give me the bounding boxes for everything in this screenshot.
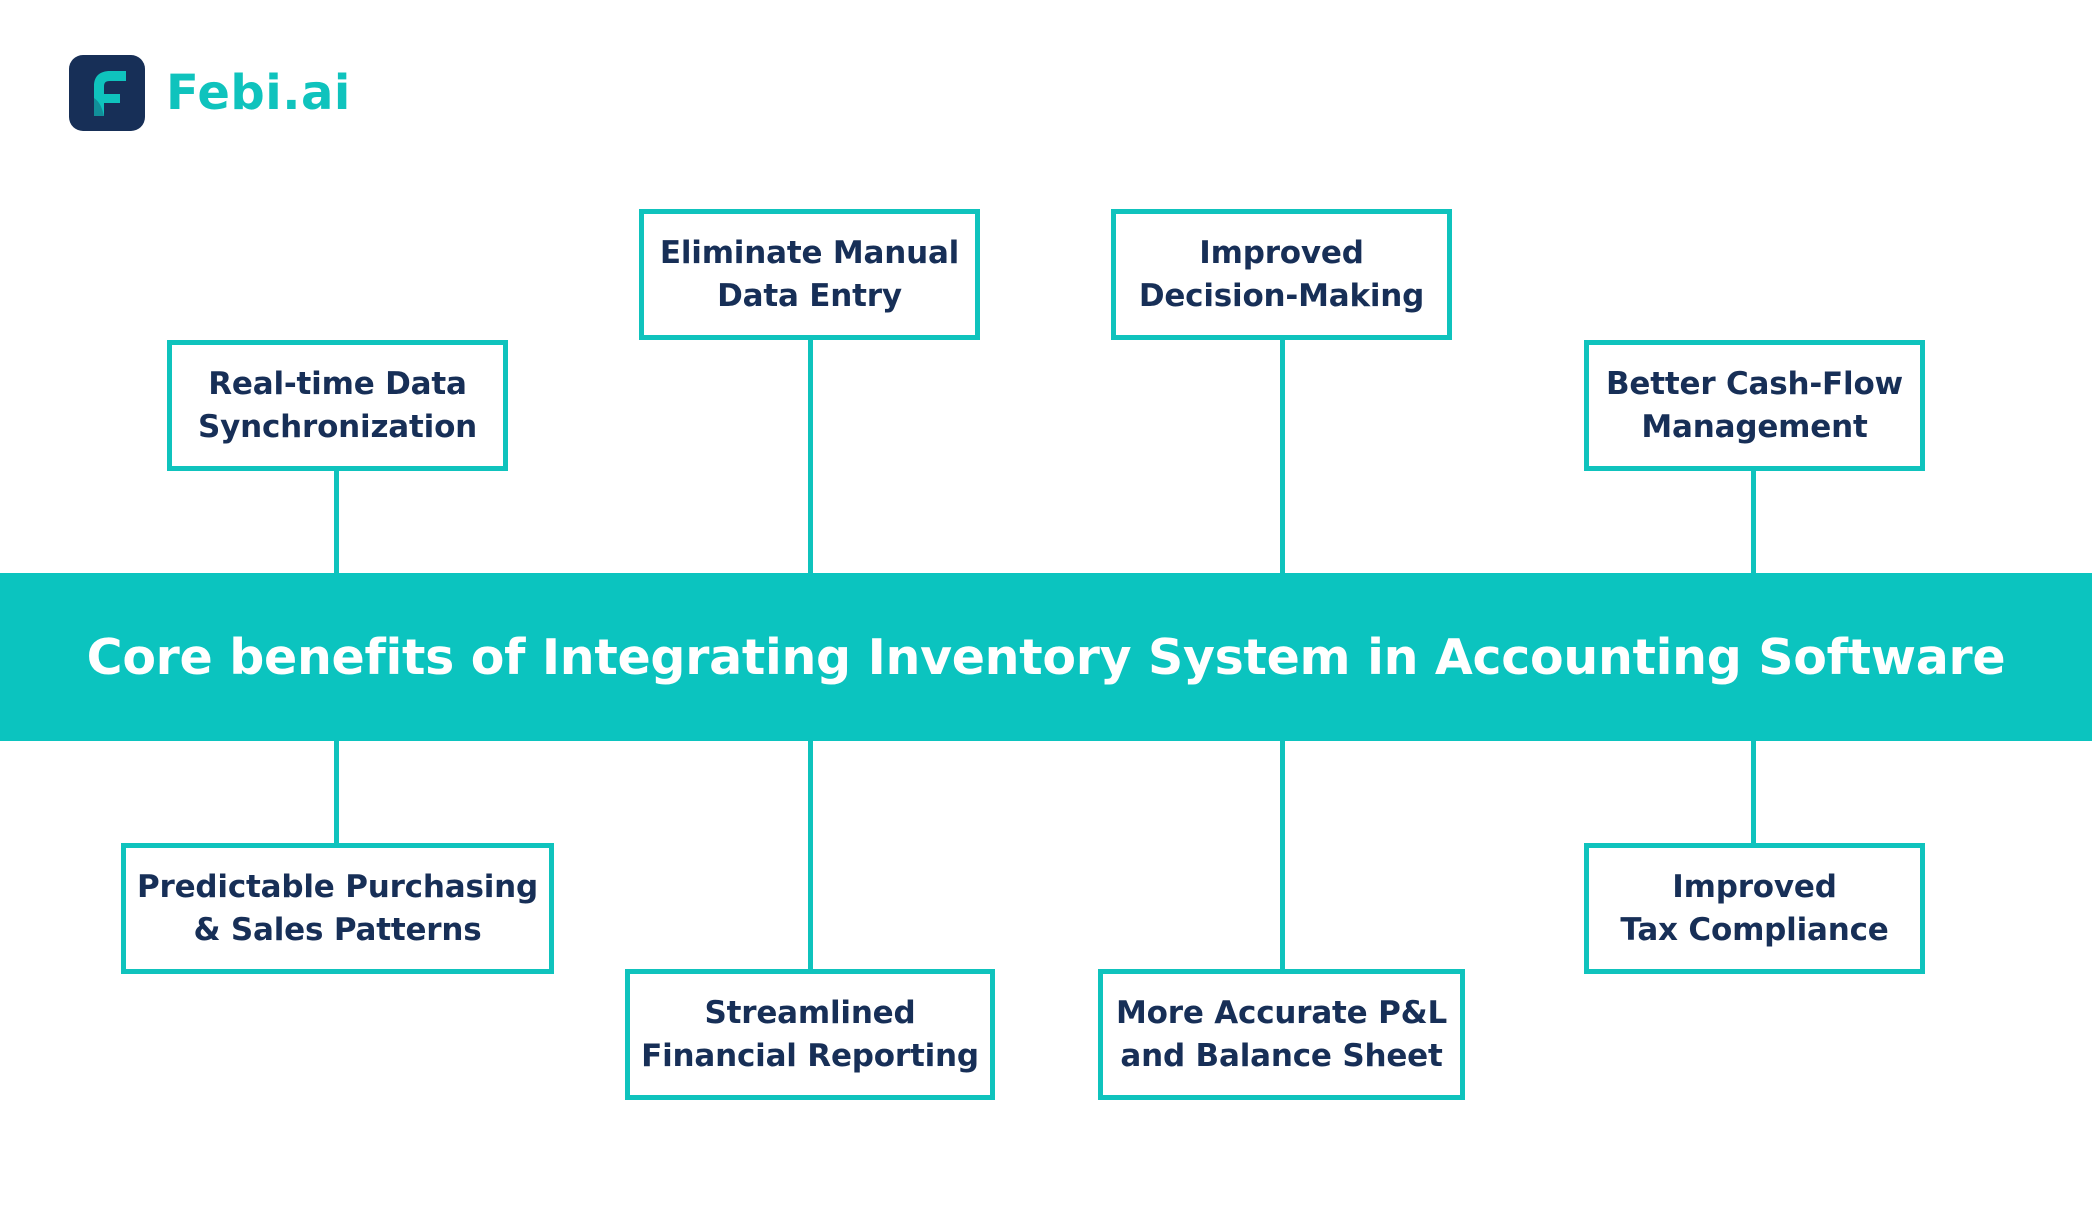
benefit-cash-flow: Better Cash-Flow Management — [1584, 340, 1925, 471]
benefit-label: Real-time Data Synchronization — [197, 365, 478, 445]
benefit-eliminate-manual-entry: Eliminate Manual Data Entry — [639, 209, 980, 340]
connector-bottom-3 — [1280, 739, 1285, 972]
benefit-improved-decision-making: Improved Decision-Making — [1111, 209, 1452, 340]
febi-logo-icon — [69, 55, 145, 131]
connector-top-1 — [334, 468, 339, 575]
central-title-band: Core benefits of Integrating Inventory S… — [0, 573, 2092, 741]
benefit-label: Better Cash-Flow Management — [1606, 365, 1903, 445]
benefit-label: Streamlined Financial Reporting — [641, 994, 979, 1074]
benefit-label: More Accurate P&L and Balance Sheet — [1115, 994, 1447, 1074]
benefit-label: Eliminate Manual Data Entry — [659, 234, 960, 314]
connector-top-2 — [808, 337, 813, 575]
connector-bottom-2 — [808, 739, 813, 972]
benefit-accurate-pl: More Accurate P&L and Balance Sheet — [1098, 969, 1465, 1100]
connector-top-4 — [1751, 468, 1756, 575]
benefit-label: Improved Decision-Making — [1138, 234, 1425, 314]
connector-bottom-4 — [1751, 739, 1756, 846]
benefit-predictable-patterns: Predictable Purchasing & Sales Patterns — [121, 843, 554, 974]
benefit-realtime-sync: Real-time Data Synchronization — [167, 340, 508, 471]
benefit-label: Predictable Purchasing & Sales Patterns — [137, 868, 538, 948]
benefit-label: Improved Tax Compliance — [1620, 868, 1889, 948]
connector-top-3 — [1280, 337, 1285, 575]
benefit-tax-compliance: Improved Tax Compliance — [1584, 843, 1925, 974]
benefit-streamlined-reporting: Streamlined Financial Reporting — [625, 969, 995, 1100]
brand-logo: Febi.ai — [69, 55, 351, 131]
diagram-title: Core benefits of Integrating Inventory S… — [86, 628, 2006, 686]
brand-name: Febi.ai — [166, 65, 351, 121]
connector-bottom-1 — [334, 739, 339, 846]
